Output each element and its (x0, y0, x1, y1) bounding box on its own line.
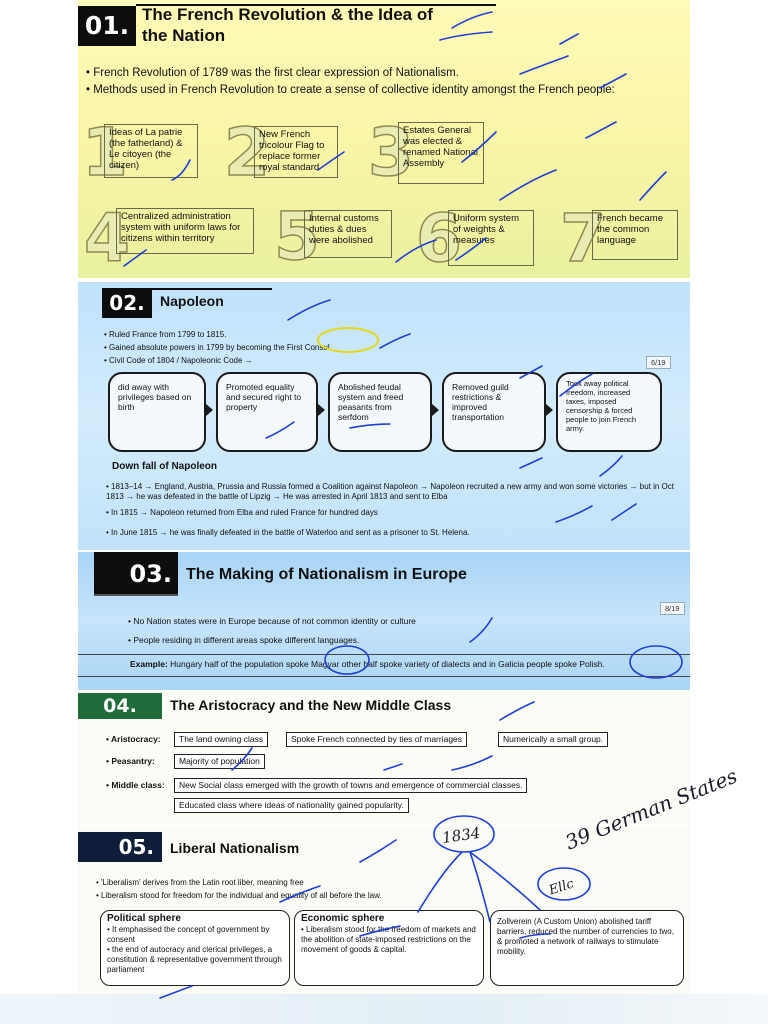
sphere-title: Economic sphere (301, 913, 385, 924)
row-label: • Peasantry: (106, 756, 155, 766)
item-number: 7 (559, 200, 606, 277)
bullet-text: • Civil Code of 1804 / Napoleonic Code → (104, 356, 253, 365)
section-number: 03. (94, 552, 178, 596)
civil-code-box: Abolished feudal system and freed peasan… (328, 372, 432, 452)
bullet-text: • 'Liberalism' derives from the Latin ro… (96, 878, 304, 887)
method-box: New French tricolour Flag to replace for… (254, 126, 338, 178)
row-label: • Middle class: (106, 780, 165, 790)
example-line: Example: Hungary half of the population … (130, 659, 605, 669)
arrow-right-icon (432, 404, 439, 416)
sphere-line: • It emphasised the concept of governmen… (107, 925, 270, 944)
civil-code-box: did away with privileges based on birth (108, 372, 206, 452)
method-box: Estates General was elected & renamed Na… (398, 122, 484, 184)
civil-code-box: Took away political freedom, increased t… (556, 372, 662, 452)
method-box: Ideas of La patrie (the fatherland) & Le… (104, 124, 198, 178)
subheading: Down fall of Napoleon (112, 461, 217, 472)
info-tag: Numerically a small group. (498, 732, 609, 747)
bullet-text: • Liberalism stood for freedom for the i… (96, 891, 382, 900)
section-napoleon: 02. Napoleon • Ruled France from 1799 to… (78, 282, 690, 550)
bullet-text: • Ruled France from 1799 to 1815. (104, 330, 227, 339)
page-indicator: 8/19 (660, 602, 685, 615)
arrow-right-icon (318, 404, 325, 416)
section-number: 01. (78, 6, 136, 46)
sphere-line: • the end of autocracy and clerical priv… (107, 945, 282, 974)
notes-page: 01. The French Revolution & the Idea of … (78, 0, 690, 1024)
bullet-text: • People residing in different areas spo… (128, 635, 360, 645)
section-title: The Aristocracy and the New Middle Class (170, 697, 452, 713)
method-box: French became the common language (592, 210, 678, 260)
page-indicator: 6/19 (646, 356, 671, 369)
section-number: 02. (102, 288, 152, 318)
info-tag: Spoke French connected by ties of marria… (286, 732, 468, 747)
section-aristocracy: 04. The Aristocracy and the New Middle C… (78, 690, 690, 824)
method-box: Uniform system of weights & measures (448, 210, 534, 266)
info-tag: New Social class emerged with the growth… (174, 778, 528, 793)
example-text: Hungary half of the population spoke Mag… (170, 659, 605, 669)
section-nationalism-europe: 03. The Making of Nationalism in Europe … (78, 552, 690, 690)
civil-code-box: Promoted equality and secured right to p… (216, 372, 318, 452)
section-title: The French Revolution & the Idea of the … (142, 5, 433, 45)
info-tag: The land owning class (174, 732, 269, 747)
divider (152, 288, 272, 290)
item-number: 4 (83, 200, 130, 277)
bullet-text: • In 1815 → Napoleon returned from Elba … (106, 508, 378, 517)
bullet-text: • Gained absolute powers in 1799 by beco… (104, 343, 332, 352)
sphere-card-zollverein: Zollverein (A Custom Union) abolished ta… (490, 910, 684, 986)
section-french-revolution: 01. The French Revolution & the Idea of … (78, 0, 690, 278)
row-label: • Aristocracy: (106, 734, 161, 744)
arrow-right-icon (546, 404, 553, 416)
section-number: 05. (78, 832, 162, 862)
sphere-line: • Liberalism stood for the freedom of ma… (301, 925, 476, 954)
divider (78, 676, 690, 677)
section-title: The Making of Nationalism in Europe (186, 566, 467, 583)
method-box: Internal customs duties & dues were abol… (304, 210, 392, 258)
bullet-text: • French Revolution of 1789 was the firs… (86, 67, 459, 79)
example-label: Example: (130, 659, 168, 669)
sphere-card-political: Political sphere • It emphasised the con… (100, 910, 290, 986)
sphere-card-economic: Economic sphere • Liberalism stood for t… (294, 910, 484, 986)
section-title: Liberal Nationalism (170, 840, 300, 856)
item-number: 3 (367, 114, 414, 191)
civil-code-box: Removed guild restrictions & improved tr… (442, 372, 546, 452)
sphere-title: Political sphere (107, 913, 181, 924)
info-tag: Educated class where ideas of nationalit… (174, 798, 409, 813)
bullet-text: • 1813–14 → England, Austria, Prussia an… (106, 482, 674, 501)
sphere-line: Zollverein (A Custom Union) abolished ta… (497, 917, 674, 956)
section-title: Napoleon (160, 293, 224, 309)
bullet-text: • In June 1815 → he was finally defeated… (106, 528, 470, 537)
item-number: 2 (223, 114, 270, 191)
divider (136, 4, 496, 6)
page-footer (0, 994, 768, 1024)
info-tag: Majority of population (174, 754, 265, 769)
arrow-right-icon (206, 404, 213, 416)
section-liberal-nationalism: 05. Liberal Nationalism • 'Liberalism' d… (78, 826, 690, 994)
bullet-text: • No Nation states were in Europe becaus… (128, 616, 416, 626)
item-number: 5 (273, 198, 320, 275)
section-number: 04. (78, 693, 162, 719)
bullet-text: • Methods used in French Revolution to c… (86, 84, 615, 96)
divider (78, 654, 690, 655)
method-box: Centralized administration system with u… (116, 208, 254, 254)
